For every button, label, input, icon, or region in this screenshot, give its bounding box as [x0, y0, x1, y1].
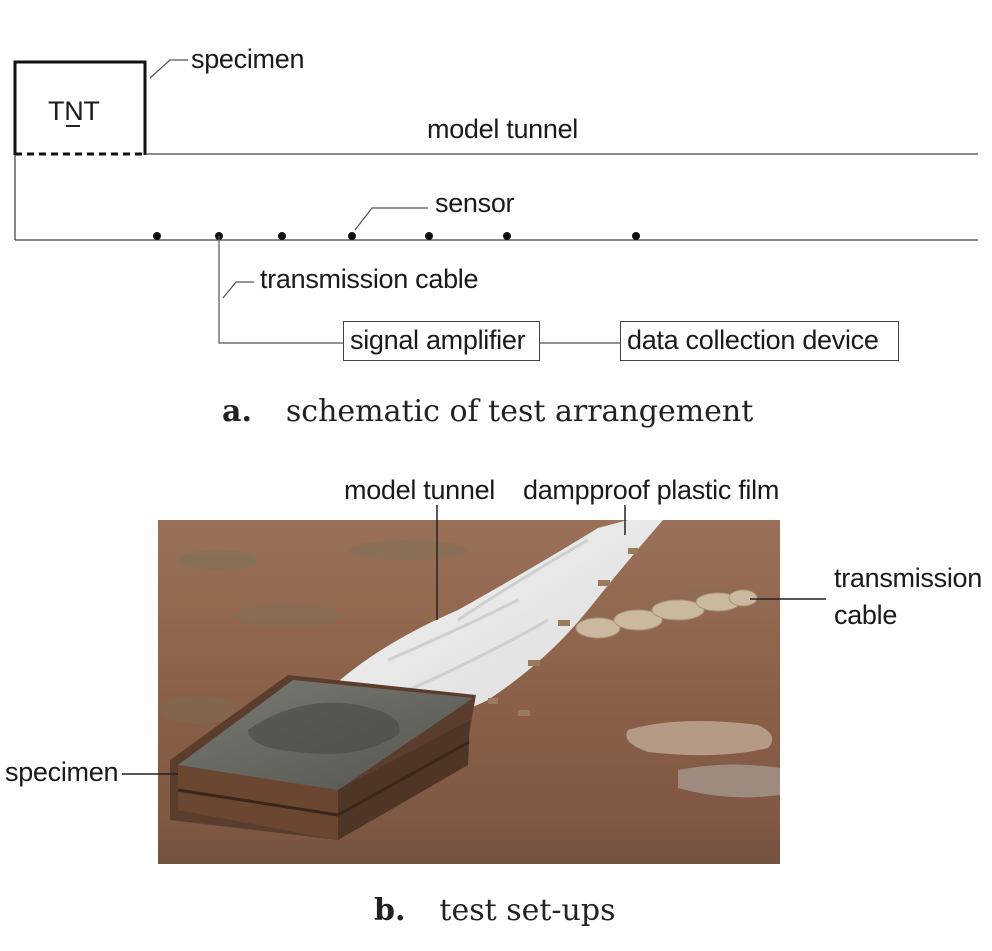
photo-cable-label-line1: transmission — [834, 563, 982, 593]
signal-amplifier-box: signal amplifier — [343, 321, 540, 361]
caption-b: b. test set-ups — [374, 893, 615, 928]
tnt-underline — [66, 125, 80, 127]
caption-a-letter: a. — [222, 394, 252, 429]
photo-model-tunnel-label: model tunnel — [344, 475, 496, 505]
cable-leader — [222, 281, 254, 299]
caption-a-text: schematic of test arrangement — [285, 394, 754, 429]
sensor-leader — [354, 207, 428, 231]
caption-b-letter: b. — [374, 893, 406, 928]
sensor-dot — [425, 232, 433, 240]
data-collection-device-box: data collection device — [620, 321, 899, 361]
test-setup-photo — [158, 520, 780, 864]
caption-a: a. schematic of test arrangement — [222, 394, 753, 429]
sensor-dots — [153, 232, 640, 240]
photo-specimen-label: specimen — [5, 757, 119, 787]
specimen-leader — [149, 59, 188, 79]
caption-b-text: test set-ups — [439, 893, 616, 928]
schematic-diagram — [13, 59, 978, 344]
sensor-dot — [348, 232, 356, 240]
photo-film-label: dampproof plastic film — [523, 475, 780, 505]
transmission-cable-label: transmission cable — [260, 264, 479, 294]
tnt-label: TNT — [48, 96, 100, 126]
model-tunnel-label: model tunnel — [427, 114, 579, 144]
sensor-dot — [503, 232, 511, 240]
sensor-label: sensor — [435, 188, 515, 218]
specimen-box — [13, 60, 147, 156]
transmission-cable-line — [218, 236, 343, 344]
photo-illustration — [158, 520, 780, 864]
specimen-label: specimen — [191, 44, 305, 74]
photo-cable-label-line2: cable — [834, 600, 898, 630]
sensor-dot — [153, 232, 161, 240]
sensor-dot — [278, 232, 286, 240]
sensor-dot — [632, 232, 640, 240]
